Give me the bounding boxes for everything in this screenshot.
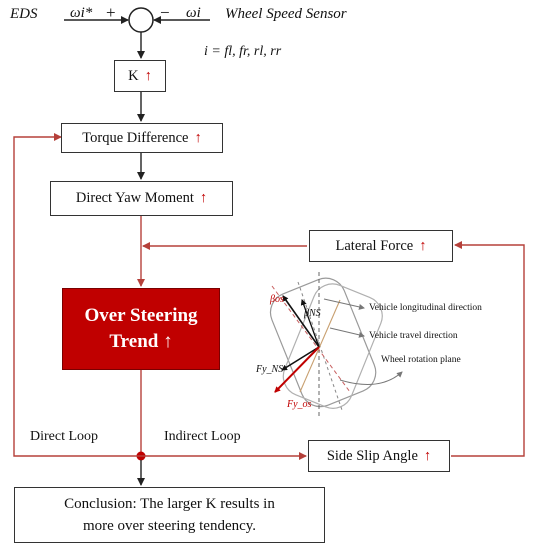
index-equation: i = fl, fr, rl, rr xyxy=(204,44,282,59)
summing-junction xyxy=(128,7,154,33)
travel-direction-label: Vehicle travel direction xyxy=(369,331,458,341)
yaw-up-arrow: ↑ xyxy=(199,190,208,206)
direct-yaw-moment-box: Direct Yaw Moment ↑ xyxy=(50,181,233,216)
fy-os-label: Fy_os xyxy=(287,399,312,410)
side-slip-angle-box: Side Slip Angle ↑ xyxy=(308,440,450,472)
plus-sign: + xyxy=(106,3,116,22)
direct-yaw-moment-label: Direct Yaw Moment xyxy=(75,190,194,206)
direct-loop-label: Direct Loop xyxy=(30,429,99,444)
k-label: K xyxy=(128,67,139,84)
wheel-speed-sensor-label: Wheel Speed Sensor xyxy=(225,6,347,22)
over-steering-line1: Over Steering xyxy=(84,305,198,326)
tire-outline-2 xyxy=(282,283,383,409)
over-steering-trend-box: Over Steering Trend ↑ xyxy=(62,288,220,370)
longitudinal-direction-label: Vehicle longitudinal direction xyxy=(369,303,482,313)
torque-up-arrow: ↑ xyxy=(194,129,202,146)
k-box: K↑ xyxy=(114,60,166,92)
eds-label: EDS xyxy=(10,6,38,22)
side-slip-angle-label: Side Slip Angle xyxy=(326,447,418,464)
indirect-loop-label: Indirect Loop xyxy=(164,429,241,444)
omega-star-label: ωi* xyxy=(70,5,93,21)
lateral-force-label: Lateral Force xyxy=(335,237,414,254)
rotation-plane-label: Wheel rotation plane xyxy=(381,355,461,365)
lateral-up-arrow: ↑ xyxy=(419,237,427,254)
beta-os-label: βos xyxy=(270,294,284,305)
conclusion-line1: Conclusion: The larger K results in xyxy=(64,496,275,512)
torque-difference-box: Torque Difference ↑ xyxy=(61,123,223,153)
minus-sign: − xyxy=(160,3,170,22)
fy-os-vector xyxy=(274,346,320,393)
conclusion-box: Conclusion: The larger K results in more… xyxy=(14,487,325,543)
slip-line xyxy=(299,299,341,393)
tire-outline-1 xyxy=(269,277,377,408)
loop-direct-to-torque xyxy=(13,133,141,457)
k-up-arrow: ↑ xyxy=(144,67,152,84)
torque-difference-label: Torque Difference xyxy=(82,129,189,146)
loop-sideslip-to-lateral xyxy=(451,241,525,457)
over-steering-line2: Trend ↑ xyxy=(109,331,173,352)
pointer-rotation-plane xyxy=(339,371,403,385)
pointer-longitudinal xyxy=(323,298,365,310)
conclusion-line2: more over steering tendency. xyxy=(82,518,257,534)
omega-label: ωi xyxy=(186,5,201,21)
fy-ns-label: Fy_NS xyxy=(256,364,284,375)
lateral-force-box: Lateral Force ↑ xyxy=(309,230,453,262)
beta-ns-vector xyxy=(300,299,320,348)
sideslip-up-arrow: ↑ xyxy=(423,447,432,464)
beta-os-vector xyxy=(282,295,320,348)
fy-ns-vector xyxy=(281,346,320,371)
travel-direction-line xyxy=(271,285,351,393)
tire-slip-figure xyxy=(269,272,403,418)
beta-ns-label: βNS xyxy=(304,308,321,319)
pointer-travel xyxy=(329,327,365,338)
